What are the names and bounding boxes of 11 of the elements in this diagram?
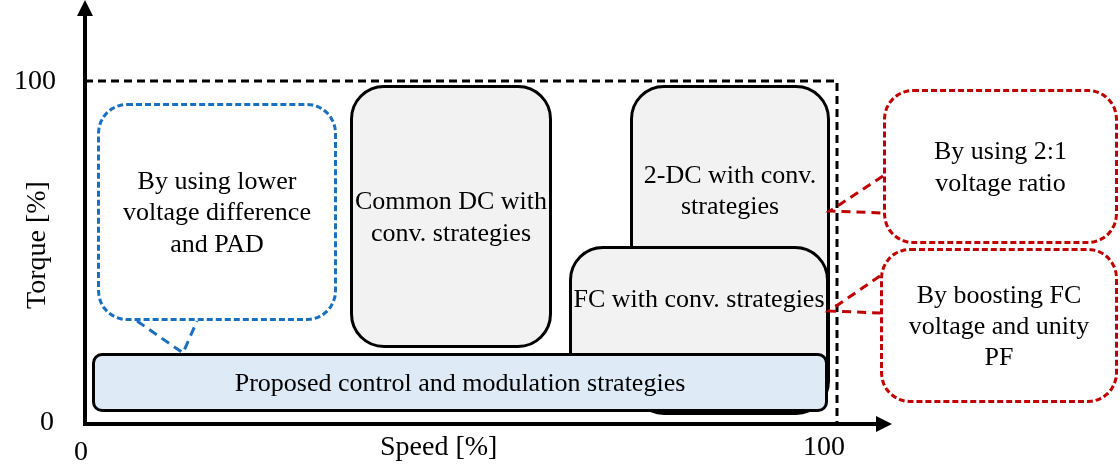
tick-label: 0 [74, 435, 88, 467]
speech-bubble: By using 2:1 voltage ratio [883, 89, 1118, 244]
tick-label: 100 [14, 64, 56, 96]
axis-title: Torque [%] [20, 181, 52, 309]
tick-label: 0 [40, 405, 54, 437]
operating-region: Common DC with conv. strategies [350, 85, 552, 348]
speech-bubble: By using lower voltage difference and PAD [97, 103, 337, 321]
tick-label: 100 [803, 430, 845, 462]
axis-title: Speed [%] [380, 430, 498, 462]
operating-band: Proposed control and modulation strategies [92, 353, 828, 412]
speech-bubble: By boosting FC voltage and unity PF [880, 248, 1118, 403]
